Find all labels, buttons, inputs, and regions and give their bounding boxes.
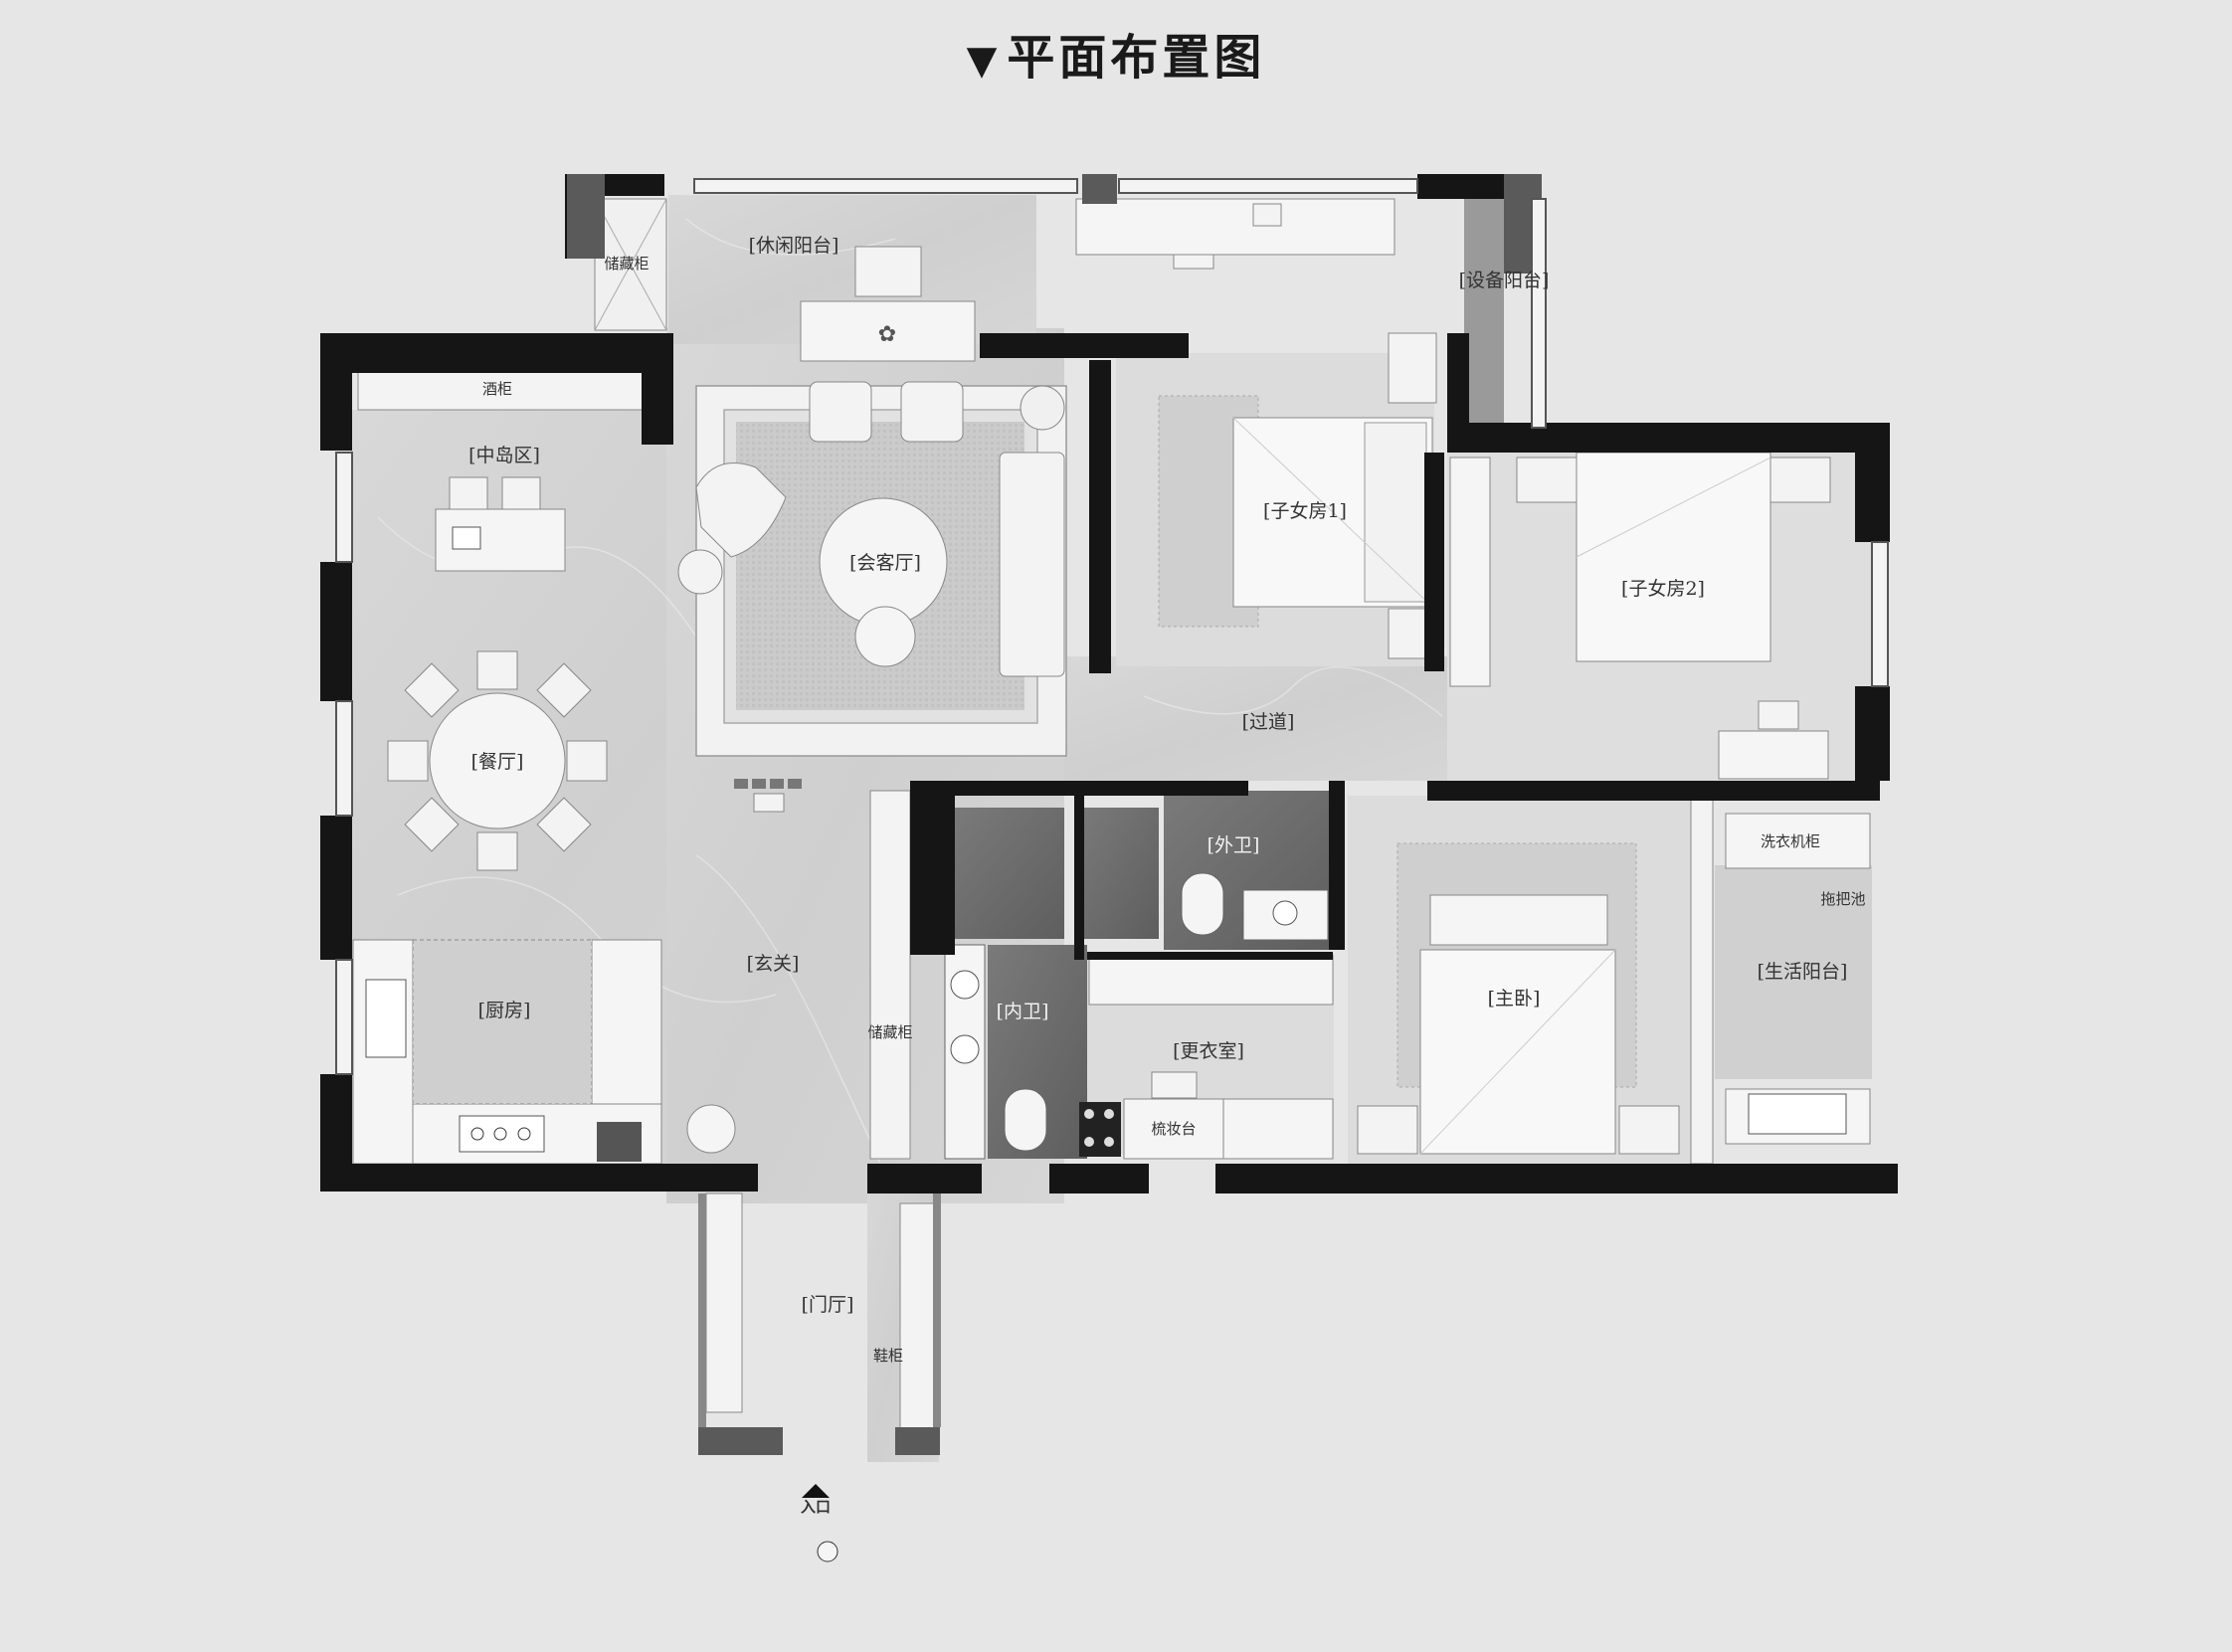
label-wine-cabinet: 酒柜 bbox=[482, 380, 512, 398]
svg-text:✿: ✿ bbox=[878, 322, 896, 347]
person-icon bbox=[817, 1541, 838, 1562]
reception-furniture bbox=[677, 381, 1067, 757]
floor-equipment-balcony bbox=[1464, 199, 1504, 426]
dining-furniture bbox=[357, 371, 802, 871]
page-title: ▼平面布置图 bbox=[0, 18, 2232, 88]
label-master: [主卧] bbox=[1488, 988, 1541, 1010]
leisure-balcony-furniture: ✿ bbox=[594, 198, 976, 362]
label-entry-hall: [门厅] bbox=[802, 1294, 854, 1316]
label-dining: [餐厅] bbox=[471, 751, 524, 773]
entrance-marker: 入口 bbox=[801, 1484, 838, 1562]
label-island: [中岛区] bbox=[468, 445, 540, 466]
label-kitchen: [厨房] bbox=[478, 1000, 531, 1021]
floor-corridor bbox=[1064, 656, 1462, 781]
label-mop-pool: 拖把池 bbox=[1820, 890, 1865, 908]
floor-shower1 bbox=[955, 808, 1064, 939]
windows bbox=[335, 178, 1889, 1075]
label-corridor: [过道] bbox=[1242, 711, 1295, 733]
label-leisure-balcony: [休闲阳台] bbox=[749, 235, 839, 257]
kitchen-furniture bbox=[352, 939, 736, 1165]
entrance-arrow-icon bbox=[802, 1484, 830, 1498]
label-kids2: [子女房2] bbox=[1621, 578, 1705, 600]
kids2-furniture bbox=[1449, 452, 1831, 780]
label-storage-cabinet-foyer: 储藏柜 bbox=[867, 1023, 912, 1041]
walls bbox=[320, 174, 1898, 1455]
label-cloakroom: [更衣室] bbox=[1173, 1040, 1244, 1062]
title-text: 平面布置图 bbox=[1007, 30, 1266, 86]
triangle-marker-icon: ▼ bbox=[966, 38, 1002, 84]
label-foyer: [玄关] bbox=[747, 953, 800, 975]
label-service-balcony: [生活阳台] bbox=[1758, 961, 1848, 983]
foyer-cabinets bbox=[705, 790, 936, 1433]
label-inner-bath: [内卫] bbox=[997, 1001, 1049, 1022]
label-outer-bath: [外卫] bbox=[1208, 834, 1260, 856]
label-kids1: [子女房1] bbox=[1263, 500, 1347, 522]
label-equipment-balcony: [设备阳台] bbox=[1459, 270, 1550, 291]
label-storage-cabinet-top: 储藏柜 bbox=[604, 255, 649, 273]
room-labels: [休闲阳台] [设备阳台] [中岛区] [会客厅] [餐厅] [子女房1] [子… bbox=[468, 235, 1865, 1365]
floor-service-balcony bbox=[1715, 865, 1872, 1079]
master-furniture bbox=[1357, 795, 1714, 1165]
kids1-furniture bbox=[1075, 198, 1437, 659]
label-reception: [会客厅] bbox=[849, 552, 921, 574]
floor-shower2 bbox=[1079, 808, 1159, 939]
service-balcony-furniture bbox=[1725, 813, 1871, 1145]
entrance-label: 入口 bbox=[801, 1498, 831, 1516]
bath-fixtures bbox=[944, 872, 1334, 1160]
label-washer-cabinet: 洗衣机柜 bbox=[1761, 832, 1820, 850]
label-dressing-table: 梳妆台 bbox=[1151, 1120, 1196, 1138]
label-shoe-cabinet: 鞋柜 bbox=[873, 1347, 903, 1365]
entry-corridor-walls bbox=[698, 1193, 941, 1427]
